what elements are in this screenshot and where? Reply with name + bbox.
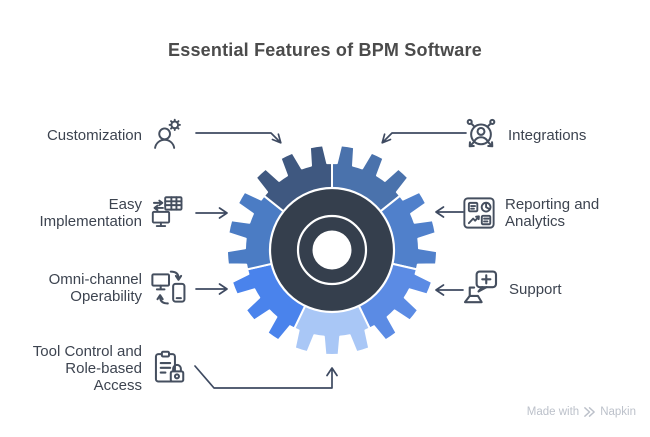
- gear-hub: [268, 186, 396, 314]
- easy-implementation-arrow: [195, 207, 228, 219]
- feature-tool-control: Tool Control and Role-based Access: [20, 341, 188, 396]
- connector-arrows: [194, 132, 467, 389]
- reporting-label: Reporting and Analytics: [505, 196, 600, 230]
- analytics-panel-icon: [463, 197, 495, 229]
- clipboard-lock-icon: [154, 350, 185, 382]
- omni-channel-label: Omni-channel Operability: [48, 271, 142, 305]
- customization-arrow: [195, 132, 282, 144]
- integrations-arrow: [381, 132, 467, 144]
- reporting-arrow: [435, 206, 464, 218]
- omni-channel-arrow: [195, 283, 228, 295]
- feature-omni-channel: Omni-channel Operability: [30, 267, 188, 309]
- watermark-brand: Napkin: [600, 406, 636, 418]
- tool-control-label: Tool Control and Role-based Access: [32, 343, 142, 394]
- tool-control-arrow: [194, 365, 338, 389]
- gear-hub-hole: [312, 230, 352, 270]
- user-gear-icon: [154, 118, 181, 149]
- watermark-prefix: Made with: [526, 406, 580, 418]
- easy-implementation-label: Easy Implementation: [39, 196, 142, 230]
- screen-sync-table-icon: [151, 196, 183, 228]
- feature-reporting: Reporting and Analytics: [461, 192, 599, 234]
- page-title: Essential Features of BPM Software: [168, 40, 482, 60]
- laptop-chat-icon: [463, 270, 498, 304]
- feature-integrations: Integrations: [462, 115, 586, 155]
- watermark: Made with Napkin: [527, 406, 636, 418]
- network-user-icon: [466, 118, 496, 148]
- feature-easy-implementation: Easy Implementation: [30, 192, 186, 234]
- support-arrow: [435, 284, 464, 296]
- integrations-label: Integrations: [508, 126, 587, 144]
- support-label: Support: [509, 280, 562, 298]
- napkin-logo-icon: [584, 407, 596, 417]
- feature-support: Support: [461, 268, 562, 310]
- gear-hub-ring: [296, 214, 368, 286]
- customization-label: Customization: [46, 126, 142, 144]
- devices-sync-icon: [151, 270, 186, 305]
- feature-customization: Customization: [30, 115, 186, 155]
